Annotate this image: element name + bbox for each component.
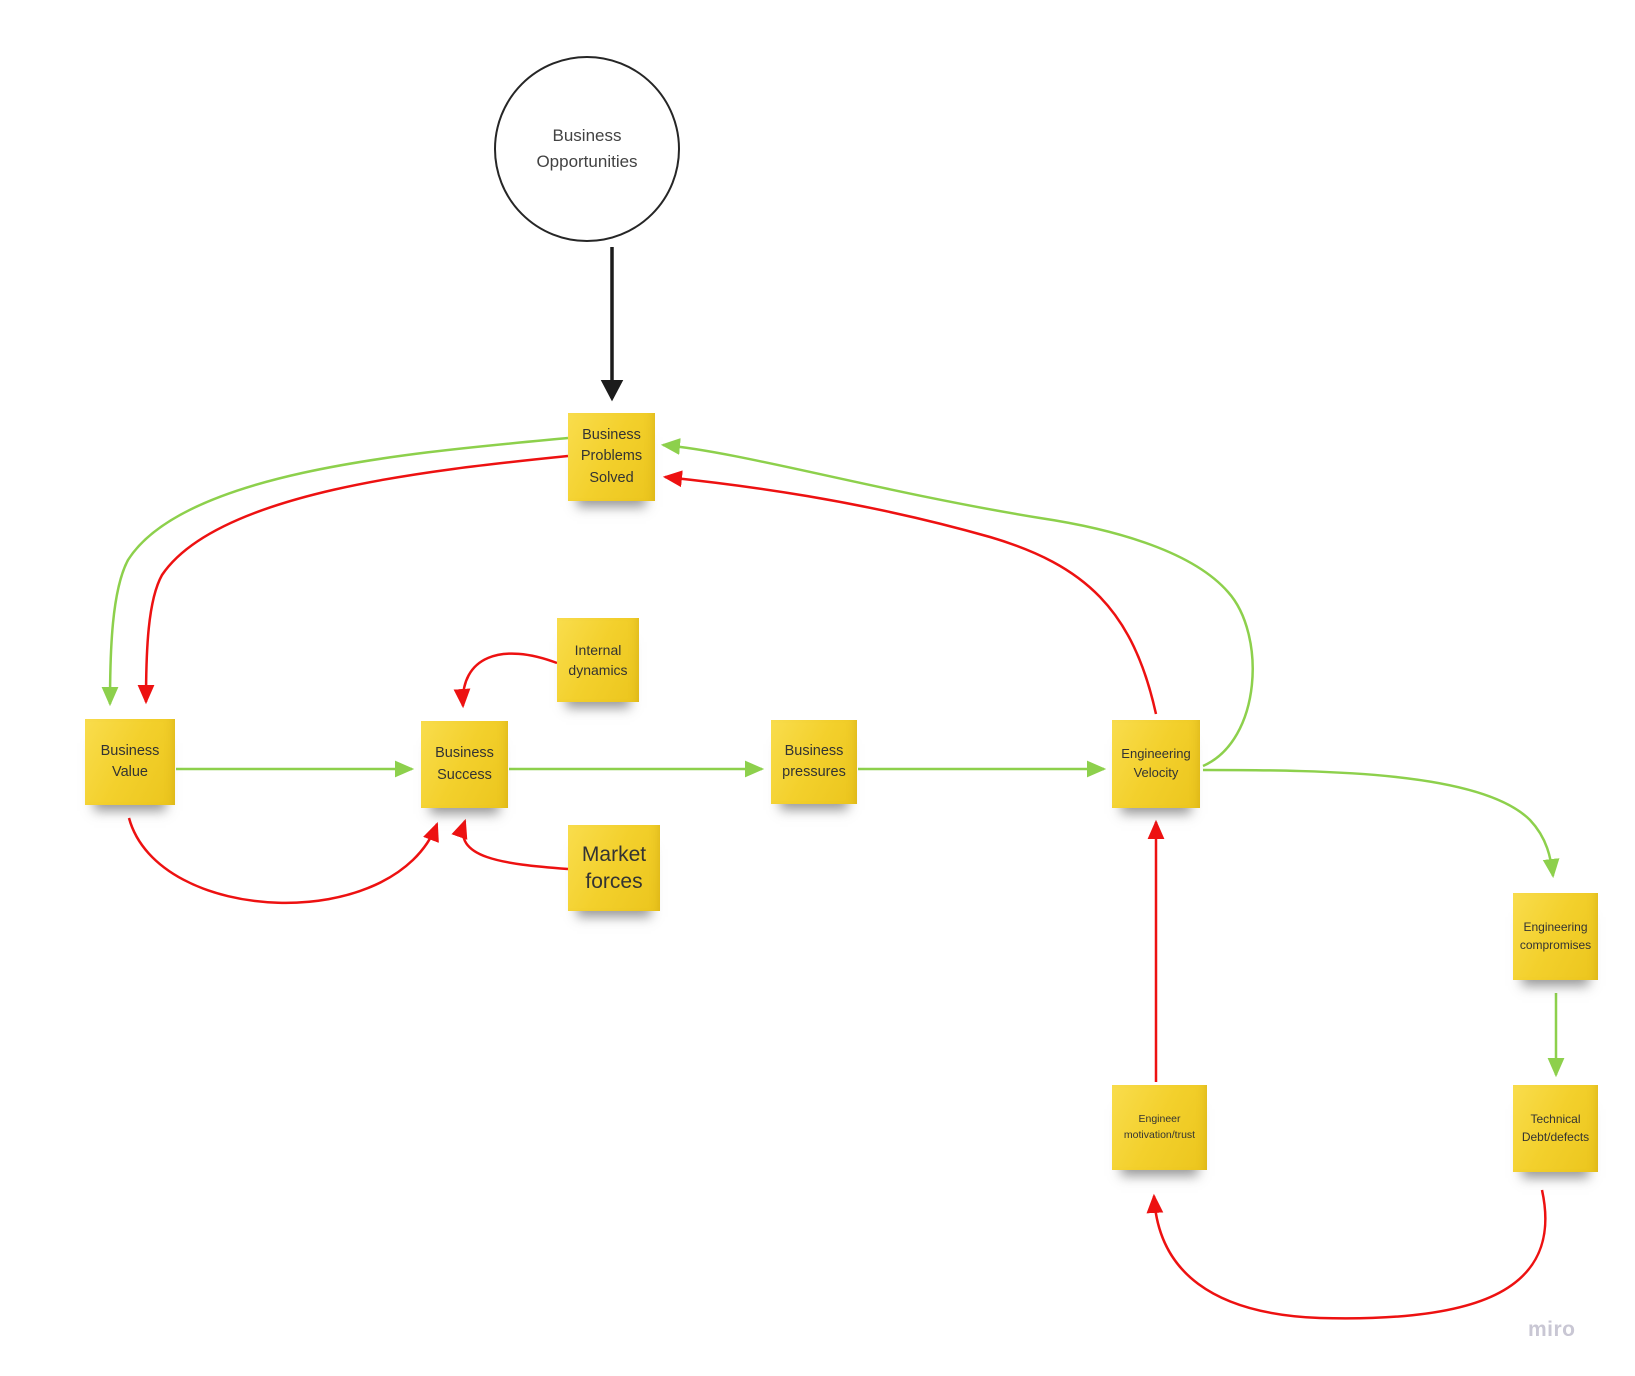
- connector-engineering-velocity-to-problems-solved-positive[interactable]: [660, 438, 1254, 768]
- node-engineer-motivation-trust[interactable]: Engineer motivation/trust: [1112, 1085, 1207, 1170]
- node-label: Business Value: [100, 742, 160, 780]
- node-business-opportunities[interactable]: Business Opportunities: [494, 56, 680, 242]
- connector-engineering-velocity-to-problems-solved-negative[interactable]: [662, 470, 1158, 715]
- node-engineering-compromises[interactable]: Engineering compromises: [1513, 893, 1598, 980]
- connector-business-value-loop-to-business-success[interactable]: [127, 817, 439, 904]
- node-label: Technical Debt/defects: [1521, 1112, 1590, 1144]
- connector-technical-debt-to-engineer-motivation[interactable]: [1146, 1189, 1547, 1320]
- connector-market-forces-to-business-success[interactable]: [451, 818, 569, 871]
- node-market-forces[interactable]: Market forces: [568, 825, 660, 911]
- node-business-problems-solved[interactable]: Business Problems Solved: [568, 413, 655, 501]
- connector-problems-solved-to-business-value-positive[interactable]: [101, 436, 569, 707]
- node-label: Market forces: [581, 842, 647, 893]
- connector-internal-dynamics-to-business-success[interactable]: [453, 652, 558, 709]
- node-engineering-velocity[interactable]: Engineering Velocity: [1112, 720, 1200, 808]
- node-label: Internal dynamics: [568, 641, 628, 678]
- node-label: Engineer motivation/trust: [1123, 1113, 1196, 1141]
- node-label: Engineering Velocity: [1121, 746, 1191, 780]
- miro-logo-watermark: miro: [1528, 1318, 1576, 1341]
- node-business-pressures[interactable]: Business pressures: [771, 720, 857, 804]
- node-business-value[interactable]: Business Value: [85, 719, 175, 805]
- node-label: Business pressures: [782, 742, 846, 780]
- node-label: Business Opportunities: [536, 125, 638, 171]
- node-label: Engineering compromises: [1519, 920, 1592, 952]
- connector-engineering-velocity-to-engineering-compromises[interactable]: [1202, 768, 1560, 879]
- node-business-success[interactable]: Business Success: [421, 721, 508, 808]
- connector-problems-solved-to-business-value-negative[interactable]: [137, 454, 569, 705]
- node-internal-dynamics[interactable]: Internal dynamics: [557, 618, 639, 702]
- node-label: Business Success: [435, 745, 494, 783]
- node-label: Business Problems Solved: [580, 427, 643, 486]
- node-technical-debt-defects[interactable]: Technical Debt/defects: [1513, 1085, 1598, 1172]
